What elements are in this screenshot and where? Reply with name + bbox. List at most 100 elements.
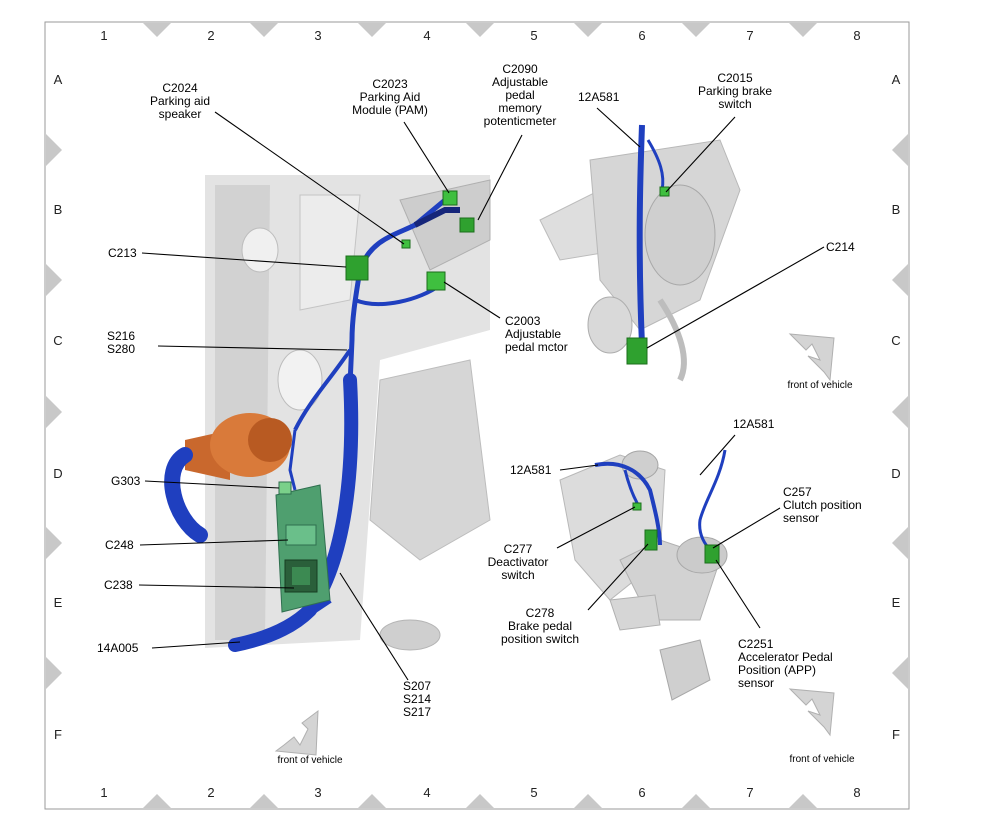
connector-c2003 bbox=[426, 271, 446, 291]
label-line: Accelerator Pedal bbox=[738, 650, 833, 664]
grid-col-top: 3 bbox=[314, 28, 321, 43]
label-c248: C248 bbox=[105, 538, 134, 552]
label-line: C238 bbox=[104, 578, 133, 592]
label-line: pedal mctor bbox=[505, 340, 568, 354]
label-line: C2003 bbox=[505, 314, 541, 328]
label-line: S280 bbox=[107, 342, 135, 356]
chevron-left bbox=[46, 527, 62, 559]
grid-col-bottom: 8 bbox=[853, 785, 860, 800]
label-line: S214 bbox=[403, 692, 431, 706]
label-c238: C238 bbox=[104, 578, 133, 592]
junction-box bbox=[275, 481, 331, 613]
grid-row-right: D bbox=[891, 466, 900, 481]
front-arrow-top-right bbox=[788, 333, 835, 382]
grid-row-left: D bbox=[53, 466, 62, 481]
grid-col-top: 6 bbox=[638, 28, 645, 43]
connector-c214 bbox=[626, 337, 648, 365]
label-line: C278 bbox=[526, 606, 555, 620]
label-12a581-top: 12A581 bbox=[578, 90, 620, 104]
label-line: C2251 bbox=[738, 637, 774, 651]
chevron-top bbox=[143, 23, 171, 37]
label-line: speaker bbox=[159, 107, 202, 121]
label-line: Parking Aid bbox=[360, 90, 421, 104]
connector-c2090 bbox=[459, 217, 475, 233]
label-12a581-b1: 12A581 bbox=[510, 463, 552, 477]
connector-c2024 bbox=[401, 239, 411, 249]
connector-c2015 bbox=[659, 186, 670, 197]
label-line: S207 bbox=[403, 679, 431, 693]
chevron-left bbox=[46, 264, 62, 296]
chevron-right bbox=[892, 657, 908, 689]
connector-c277 bbox=[632, 502, 642, 511]
chevron-top bbox=[789, 23, 817, 37]
label-line: Module (PAM) bbox=[352, 103, 428, 117]
connector-c213 bbox=[345, 255, 369, 281]
chevron-bottom bbox=[789, 794, 817, 808]
grid-col-top: 1 bbox=[100, 28, 107, 43]
leader-lines bbox=[138, 107, 825, 681]
label-line: C2024 bbox=[162, 81, 198, 95]
grid-row-left: A bbox=[54, 72, 63, 87]
label-line: C2023 bbox=[372, 77, 408, 91]
label-line: Parking aid bbox=[150, 94, 210, 108]
label-14a005: 14A005 bbox=[97, 641, 139, 655]
grid-col-top: 7 bbox=[746, 28, 753, 43]
chevron-bottom bbox=[574, 794, 602, 808]
chevron-bottom bbox=[250, 794, 278, 808]
label-c213: C213 bbox=[108, 246, 137, 260]
chevron-left bbox=[46, 396, 62, 428]
grid-col-bottom: 4 bbox=[423, 785, 430, 800]
chevron-top bbox=[358, 23, 386, 37]
chevron-right bbox=[892, 264, 908, 296]
grid-col-bottom: 7 bbox=[746, 785, 753, 800]
label-line: Deactivator bbox=[488, 555, 549, 569]
grid-row-left: C bbox=[53, 333, 62, 348]
grid-col-bottom: 2 bbox=[207, 785, 214, 800]
chevron-left bbox=[46, 657, 62, 689]
chevron-bottom bbox=[466, 794, 494, 808]
chevron-left bbox=[46, 134, 62, 166]
label-line: memory bbox=[498, 101, 541, 115]
label-line: 12A581 bbox=[733, 417, 775, 431]
label-12a581-b2: 12A581 bbox=[733, 417, 775, 431]
grid-row-left: F bbox=[54, 727, 62, 742]
label-line: Parking brake bbox=[698, 84, 772, 98]
label-line: potenticmeter bbox=[484, 114, 557, 128]
label-line: Adjustable bbox=[492, 75, 548, 89]
chevron-top bbox=[682, 23, 710, 37]
label-line: Position (APP) bbox=[738, 663, 816, 677]
chevron-bottom bbox=[358, 794, 386, 808]
connector-c278 bbox=[644, 529, 658, 551]
grommet bbox=[164, 413, 292, 543]
chevron-bottom bbox=[682, 794, 710, 808]
label-line: C248 bbox=[105, 538, 134, 552]
grid-row-right: B bbox=[892, 202, 901, 217]
label-line: G303 bbox=[111, 474, 141, 488]
chevron-top bbox=[250, 23, 278, 37]
grid-col-bottom: 6 bbox=[638, 785, 645, 800]
label-line: switch bbox=[501, 568, 534, 582]
label-line: 12A581 bbox=[510, 463, 552, 477]
grid-col-top: 2 bbox=[207, 28, 214, 43]
chevron-bottom bbox=[143, 794, 171, 808]
label-line: S217 bbox=[403, 705, 431, 719]
label-line: C257 bbox=[783, 485, 812, 499]
grid-row-right: A bbox=[892, 72, 901, 87]
front-arrow-bottom-right bbox=[788, 688, 835, 737]
grid-row-right: E bbox=[892, 595, 901, 610]
connector-c2251 bbox=[704, 544, 720, 564]
label-line: C2015 bbox=[717, 71, 753, 85]
grid-col-top: 4 bbox=[423, 28, 430, 43]
front-of-vehicle-left: front of vehicle bbox=[277, 755, 342, 766]
label-line: pedal bbox=[505, 88, 534, 102]
grid-col-top: 8 bbox=[853, 28, 860, 43]
panel-pillar bbox=[215, 185, 270, 640]
chevron-top bbox=[574, 23, 602, 37]
label-line: switch bbox=[718, 97, 751, 111]
grid-row-left: B bbox=[54, 202, 63, 217]
